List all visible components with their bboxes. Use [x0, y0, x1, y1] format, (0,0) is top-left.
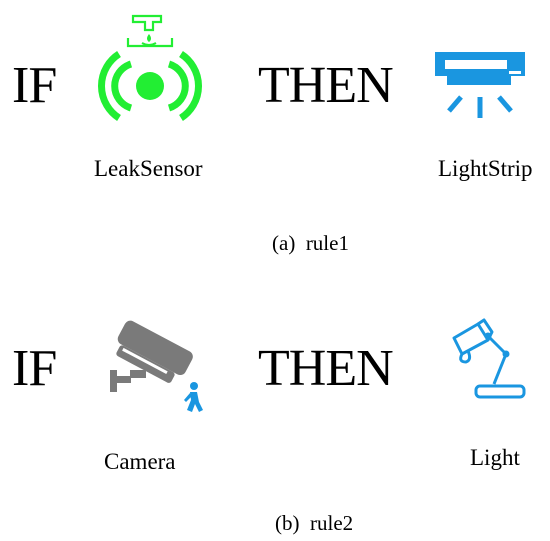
rule1-then-keyword: THEN: [258, 57, 394, 114]
camera-icon: [110, 320, 203, 412]
light-strip-icon: [435, 52, 525, 118]
rule1-caption: (a) rule1: [272, 233, 349, 254]
rule2-trigger-label: Camera: [104, 449, 176, 474]
rule1-if-keyword: IF: [12, 57, 57, 114]
rule2-then-keyword: THEN: [258, 340, 394, 397]
rule2-if-keyword: IF: [12, 340, 57, 397]
rule2-action-label: Light: [470, 445, 520, 470]
rule1-caption-tag: (a): [272, 231, 296, 255]
rule1-trigger-label: LeakSensor: [94, 156, 203, 181]
rule2-caption-name: rule2: [310, 511, 354, 535]
rule1-action-label: LightStrip: [438, 156, 533, 181]
rule2-caption-tag: (b): [275, 511, 300, 535]
rule1-caption-name: rule1: [305, 231, 349, 255]
leak-sensor-icon: [98, 14, 202, 121]
lamp-icon: [452, 318, 526, 399]
rule2-caption: (b) rule2: [275, 513, 353, 534]
